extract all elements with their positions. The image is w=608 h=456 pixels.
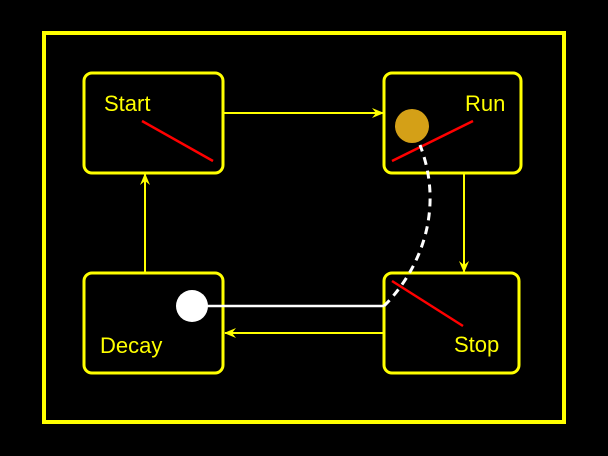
- state-stop[interactable]: Stop: [382, 271, 521, 375]
- active-token[interactable]: [395, 109, 429, 143]
- outer-frame: [42, 31, 566, 424]
- run-indicator-line: [391, 119, 474, 163]
- token-path-dashed: [382, 144, 432, 308]
- state-decay[interactable]: Decay: [82, 271, 225, 375]
- state-start-box: [82, 71, 225, 175]
- state-run-box: [382, 71, 523, 175]
- stop-indicator-line: [391, 279, 464, 328]
- idle-token[interactable]: [176, 290, 208, 322]
- state-stop-box: [382, 271, 521, 375]
- state-run-label: Run: [465, 91, 505, 116]
- start-indicator-line: [141, 119, 214, 163]
- state-start[interactable]: Start: [82, 71, 225, 175]
- state-stop-label: Stop: [454, 332, 499, 357]
- state-start-label: Start: [104, 91, 150, 116]
- state-decay-label: Decay: [100, 333, 162, 358]
- state-run[interactable]: Run: [382, 71, 523, 175]
- state-decay-box: [82, 271, 225, 375]
